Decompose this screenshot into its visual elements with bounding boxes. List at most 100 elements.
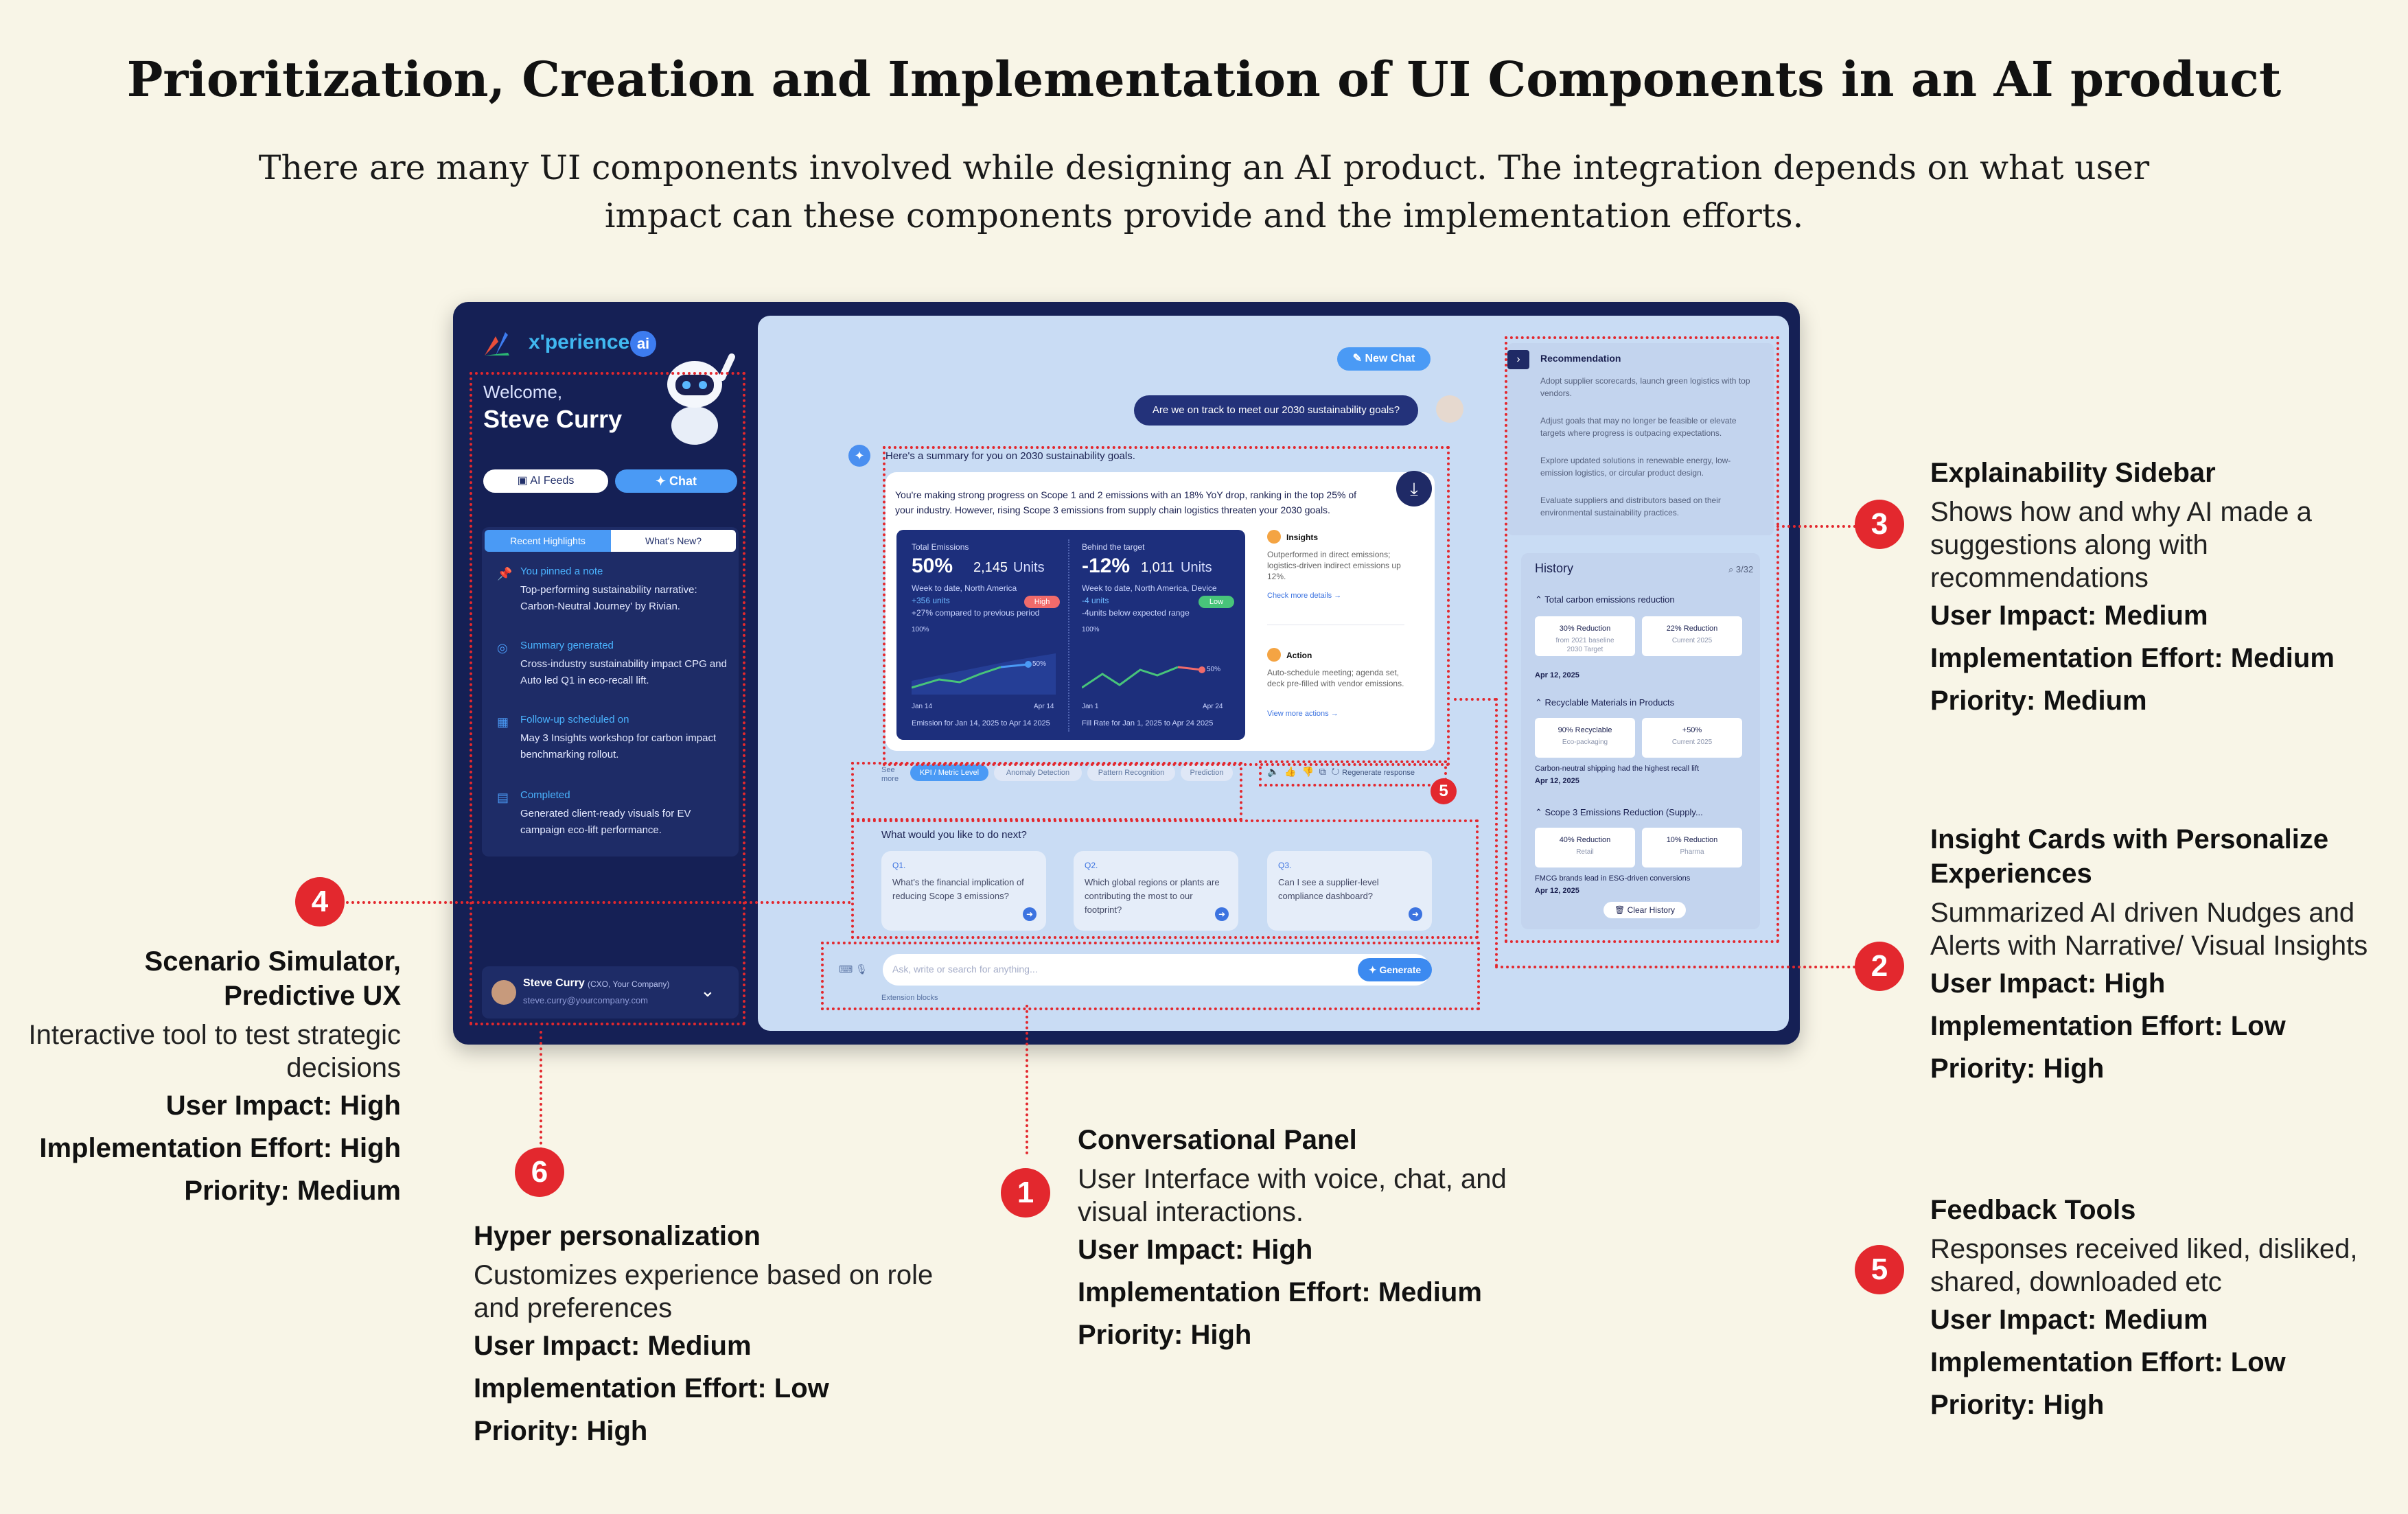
history-note: Carbon-neutral shipping had the highest … <box>1535 765 1700 773</box>
summary-text: You're making strong progress on Scope 1… <box>895 489 1356 515</box>
input-tools: ⌨ 🎙 <box>839 964 868 975</box>
recommendation-item: Adopt supplier scorecards, launch green … <box>1540 376 1750 398</box>
page-title: Prioritization, Creation and Implementat… <box>126 51 2282 108</box>
annotation-hyper-personalization: Hyper personalization Customizes experie… <box>474 1221 934 1446</box>
annotation-badge-6: 6 <box>515 1148 564 1197</box>
check-circle-icon: ◎ <box>497 641 508 655</box>
history-date: Apr 12, 2025 <box>1535 777 1579 785</box>
next-actions-label: What would you like to do next? <box>881 829 1027 841</box>
insights-link[interactable]: Check more details → <box>1267 592 1342 600</box>
tab-whats-new[interactable]: What's New? <box>611 530 736 552</box>
feedback-toolbar: 🔈 👍 👎 ⧉ ↻ Regenerate response <box>1267 766 1415 778</box>
kpi-pct: 50% <box>912 555 953 577</box>
copy-icon[interactable]: ⧉ <box>1319 766 1326 777</box>
connector-4 <box>346 901 851 904</box>
callout-box-scenario-chips <box>851 762 1242 821</box>
chart-axis-label: Apr 14 <box>1034 703 1054 710</box>
page-subtitle: There are many UI components involved wh… <box>258 148 2150 235</box>
recommendation-item: Explore updated solutions in renewable e… <box>1540 456 1731 478</box>
mic-icon[interactable]: 🎙 <box>855 964 868 975</box>
annotation-scenario-simulator: Scenario Simulator, Predictive UX Intera… <box>28 946 401 1206</box>
connector-6 <box>540 1031 542 1156</box>
kpi-period: Week to date, North America <box>912 583 1017 593</box>
download-icon[interactable]: ⤓ <box>1396 471 1432 506</box>
divider <box>1068 539 1071 732</box>
insights-icon <box>1267 530 1281 544</box>
arrow-right-icon: ➜ <box>1409 907 1422 921</box>
chip-pattern[interactable]: Pattern Recognition <box>1087 765 1175 781</box>
action-title: Action <box>1286 651 1312 660</box>
thumbs-down-icon[interactable]: 👎 <box>1301 766 1314 777</box>
suggested-question[interactable]: Q3. Can I see a supplier-level complianc… <box>1267 851 1432 931</box>
chevron-down-icon[interactable]: ⌄ <box>700 980 715 1001</box>
see-more-link[interactable]: See more <box>881 766 899 783</box>
annotation-insight-cards: Insight Cards with Personalize Experienc… <box>1930 824 2368 1084</box>
action-link[interactable]: View more actions → <box>1267 710 1339 718</box>
document-icon: ▤ <box>497 791 509 804</box>
tab-ai-feeds[interactable]: ▣ AI Feeds <box>483 469 608 493</box>
recommendation-item: Evaluate suppliers and distributors base… <box>1540 496 1721 517</box>
chat-input[interactable] <box>883 954 1431 986</box>
chip-kpi[interactable]: KPI / Metric Level <box>910 765 988 781</box>
regenerate-icon[interactable]: ↻ <box>1331 766 1340 777</box>
kpi-delta: -4 units <box>1082 596 1109 605</box>
regenerate-button[interactable]: Regenerate response <box>1342 769 1415 777</box>
profile-card[interactable] <box>482 966 739 1018</box>
chevron-right-icon[interactable]: › <box>1507 350 1529 369</box>
status-badge: Low <box>1199 596 1234 608</box>
kpi-note: +27% compared to previous period <box>912 608 1040 618</box>
connector-2b <box>1495 698 1498 967</box>
kpi-label: Total Emissions <box>912 542 969 552</box>
suggested-question[interactable]: Q2. Which global regions or plants are c… <box>1074 851 1238 931</box>
logo-text: x'perience <box>529 331 630 353</box>
annotation-explainability: Explainability Sidebar Shows how and why… <box>1930 458 2335 716</box>
connector-1 <box>1026 1005 1028 1154</box>
kpi-pct: -12% <box>1082 555 1131 577</box>
connector-2c <box>1495 966 1873 968</box>
chart-axis-label: 100% <box>1082 626 1100 633</box>
feedback-marker: 5 <box>1431 778 1457 804</box>
tab-recent-highlights[interactable]: Recent Highlights <box>485 530 611 552</box>
kpi-footer: Emission for Jan 14, 2025 to Apr 14 2025 <box>912 719 1050 727</box>
kpi-footer: Fill Rate for Jan 1, 2025 to Apr 24 2025 <box>1082 719 1214 727</box>
history-section-title[interactable]: ⌃ Total carbon emissions reduction <box>1535 594 1675 605</box>
arrow-right-icon: ➜ <box>1023 907 1037 921</box>
kpi-period: Week to date, North America, Device <box>1082 583 1217 593</box>
attach-icon[interactable]: ⌨ <box>839 964 853 975</box>
chip-prediction[interactable]: Prediction <box>1181 765 1233 781</box>
logo-ai-badge: ai <box>630 331 656 357</box>
history-date: Apr 12, 2025 <box>1535 887 1579 895</box>
speaker-icon[interactable]: 🔈 <box>1267 766 1280 777</box>
emissions-sparkline <box>912 653 1056 695</box>
chart-axis-label: Jan 14 <box>912 703 933 710</box>
trash-icon: 🗑 <box>1614 905 1628 915</box>
profile-email: steve.curry@yourcompany.com <box>523 995 649 1005</box>
welcome-text: Welcome, <box>483 382 563 402</box>
generate-button[interactable]: ✦ Generate <box>1358 958 1432 981</box>
thumbs-up-icon[interactable]: 👍 <box>1284 766 1297 777</box>
feeds-icon: ▣ <box>517 475 531 487</box>
callout-box-feedback <box>1259 760 1447 787</box>
history-section-title[interactable]: ⌃ Scope 3 Emissions Reduction (Supply... <box>1535 807 1703 817</box>
history-section-title[interactable]: ⌃ Recyclable Materials in Products <box>1535 697 1675 708</box>
profile-role: (CXO, Your Company) <box>588 979 670 989</box>
search-icon[interactable]: ⌕ <box>1728 564 1736 574</box>
history-count: ⌕ 3/32 <box>1728 564 1754 574</box>
connector-2a <box>1454 698 1496 701</box>
annotation-badge-1: 1 <box>1001 1168 1050 1218</box>
new-chat-button[interactable]: ✎ New Chat <box>1337 347 1431 371</box>
clear-history-button[interactable]: 🗑 Clear History <box>1604 902 1686 918</box>
calendar-icon: ▦ <box>497 715 509 729</box>
kpi-delta: +356 units <box>912 596 950 605</box>
kpi-units: Units <box>1013 560 1045 575</box>
annotation-badge-2: 2 <box>1855 942 1904 991</box>
sparkle-icon: ✦ <box>1368 964 1380 975</box>
kpi-label: Behind the target <box>1082 542 1145 552</box>
tab-chat[interactable]: ✦ Chat <box>615 469 737 493</box>
chip-anomaly[interactable]: Anomaly Detection <box>994 765 1082 781</box>
assistant-icon: ✦ <box>848 445 870 467</box>
suggested-question[interactable]: Q1. What's the financial implication of … <box>881 851 1046 931</box>
arrow-right-icon: ➜ <box>1215 907 1229 921</box>
